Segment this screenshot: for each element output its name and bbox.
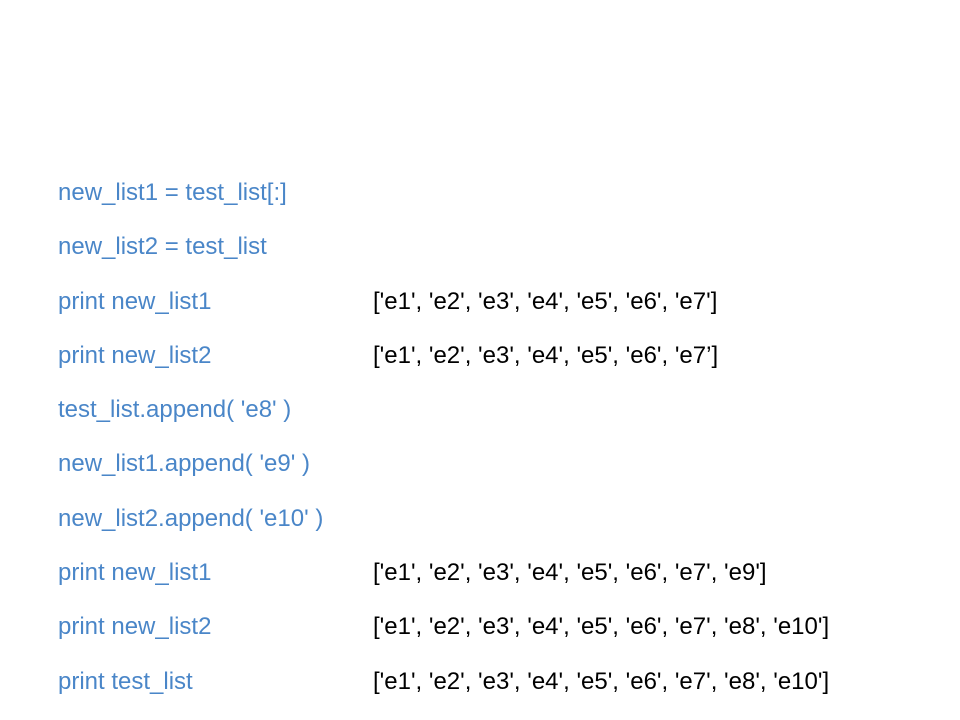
- code-output: ['e1', 'e2', 'e3', 'e4', 'e5', 'e6', 'e7…: [373, 287, 718, 315]
- code-line: print new_list2 ['e1', 'e2', 'e3', 'e4',…: [58, 605, 948, 659]
- code-line: test_list.append( 'e8' ): [58, 388, 948, 442]
- code-listing: new_list1 = test_list[:] new_list2 = tes…: [58, 171, 948, 714]
- code-line: print new_list1 ['e1', 'e2', 'e3', 'e4',…: [58, 551, 948, 605]
- code-statement: new_list2 = test_list: [58, 233, 267, 261]
- code-statement: print new_list1: [58, 559, 212, 587]
- code-line: new_list1 = test_list[:]: [58, 171, 948, 225]
- code-line: print new_list2 ['e1', 'e2', 'e3', 'e4',…: [58, 334, 948, 388]
- code-statement: new_list1.append( 'e9' ): [58, 450, 310, 478]
- code-line: new_list2 = test_list: [58, 225, 948, 279]
- code-statement: print test_list: [58, 667, 193, 695]
- code-output: ['e1', 'e2', 'e3', 'e4', 'e5', 'e6', 'e7…: [373, 341, 719, 369]
- code-line: print new_list1 ['e1', 'e2', 'e3', 'e4',…: [58, 280, 948, 334]
- code-statement: print new_list1: [58, 287, 212, 315]
- code-statement: test_list.append( 'e8' ): [58, 396, 292, 424]
- code-statement: new_list1 = test_list[:]: [58, 179, 287, 206]
- code-statement: print new_list2: [58, 341, 212, 369]
- code-output: ['e1', 'e2', 'e3', 'e4', 'e5', 'e6', 'e7…: [373, 559, 767, 587]
- code-line: print test_list ['e1', 'e2', 'e3', 'e4',…: [58, 660, 948, 714]
- code-output: ['e1', 'e2', 'e3', 'e4', 'e5', 'e6', 'e7…: [373, 667, 830, 695]
- code-line: new_list2.append( 'e10' ): [58, 497, 948, 551]
- code-line: new_list1.append( 'e9' ): [58, 442, 948, 496]
- code-statement: new_list2.append( 'e10' ): [58, 504, 324, 532]
- code-statement: print new_list2: [58, 613, 212, 641]
- code-output: ['e1', 'e2', 'e3', 'e4', 'e5', 'e6', 'e7…: [373, 613, 830, 641]
